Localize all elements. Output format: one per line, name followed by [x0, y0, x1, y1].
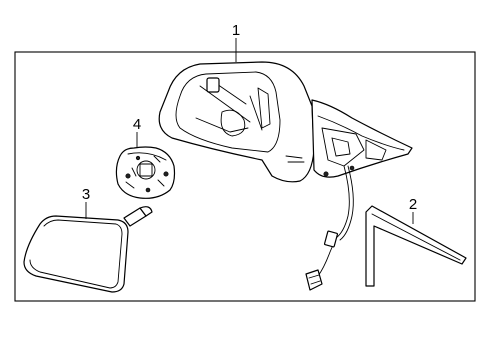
callout-2[interactable]: 2 — [409, 196, 417, 213]
part-2-trim-cover[interactable] — [365, 205, 467, 287]
part-4-mirror-motor[interactable] — [115, 146, 176, 199]
diagram-frame — [14, 51, 476, 302]
callout-1[interactable]: 1 — [232, 22, 240, 39]
part-3-mirror-glass[interactable] — [23, 215, 129, 293]
part-1-mirror-housing[interactable] — [158, 61, 413, 291]
callout-4[interactable]: 4 — [133, 116, 141, 133]
part-3-connector-plug[interactable] — [123, 206, 153, 227]
callout-3[interactable]: 3 — [82, 186, 90, 203]
